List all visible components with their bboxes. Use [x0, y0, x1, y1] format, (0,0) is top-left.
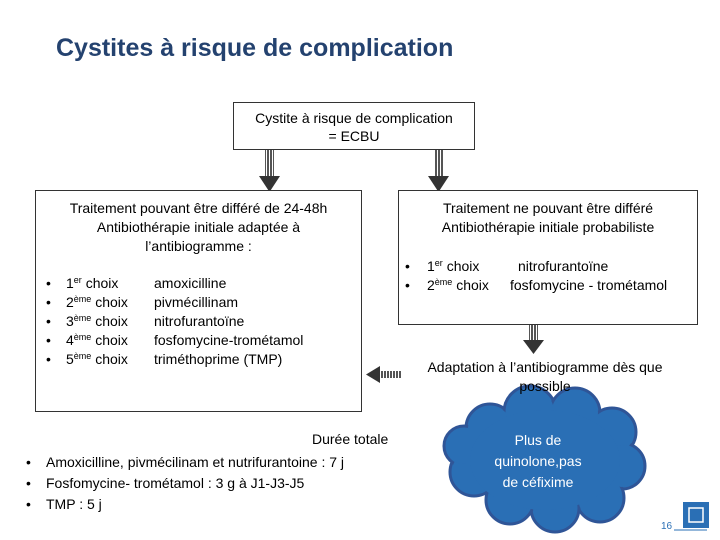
choice-rank: 3ème choix	[66, 313, 128, 329]
ecbu-box-line1: Cystite à risque de complication	[255, 110, 453, 126]
adaptation-line1: Adaptation à l’antibiogramme dès que	[427, 359, 663, 375]
choice-rank: 2ème choix	[66, 294, 128, 310]
deferred-treatment-box: Traitement pouvant être différé de 24-48…	[35, 190, 362, 412]
bullet: •	[26, 454, 31, 470]
deferred-title-line3: l’antibiogramme :	[145, 238, 252, 254]
bullet: •	[46, 294, 51, 310]
arrow-to-right-box	[428, 150, 449, 192]
duration-item: TMP : 5 j	[46, 496, 102, 512]
non-deferred-treatment-title: Traitement ne pouvant être différé Antib…	[399, 199, 697, 237]
bullet: •	[46, 275, 51, 291]
bullet: •	[46, 351, 51, 367]
choice-rank: 4ème choix	[66, 332, 128, 348]
arrow-to-adaptation	[523, 325, 544, 354]
bullet: •	[26, 496, 31, 512]
bullet: •	[46, 313, 51, 329]
duration-item: Amoxicilline, pivmécilinam et nutrifuran…	[46, 454, 345, 470]
bullet: •	[26, 475, 31, 491]
arrow-to-left-box-from-adaptation	[366, 366, 402, 383]
arrow-to-left-box	[259, 150, 280, 192]
non-deferred-title-line2: Antibiothérapie initiale probabiliste	[441, 219, 655, 235]
deferred-title-line2: Antibiothérapie initiale adaptée à	[96, 219, 301, 235]
duration-item: Fosfomycine- trométamol : 3 g à J1-J3-J5	[46, 475, 305, 491]
deferred-title-line1: Traitement pouvant être différé de 24-48…	[69, 200, 328, 216]
duration-title: Durée totale	[312, 431, 389, 447]
choice-rank: 5ème choix	[66, 351, 128, 367]
drug-name: triméthoprime (TMP)	[154, 351, 283, 367]
deferred-treatment-title: Traitement pouvant être différé de 24-48…	[36, 199, 361, 256]
slide-title: Cystites à risque de complication	[56, 34, 454, 62]
drug-name: nitrofurantoïne	[518, 258, 609, 274]
choice-rank: 1er choix	[427, 258, 480, 274]
drug-name: fosfomycine - trométamol	[510, 277, 668, 293]
bullet: •	[405, 258, 410, 274]
drug-name: nitrofurantoïne	[154, 313, 245, 329]
page-corner-icon	[674, 502, 709, 531]
drug-name: fosfomycine-trométamol	[154, 332, 304, 348]
choice-rank: 1er choix	[66, 275, 119, 291]
cloud-line2: quinolone,pas	[494, 453, 582, 469]
non-deferred-treatment-box: Traitement ne pouvant être différé Antib…	[398, 190, 698, 325]
ecbu-box: Cystite à risque de complication = ECBU	[233, 102, 475, 150]
non-deferred-title-line1: Traitement ne pouvant être différé	[442, 200, 654, 216]
drug-name: amoxicilline	[154, 275, 227, 291]
drug-name: pivmécillinam	[154, 294, 239, 310]
bullet: •	[405, 277, 410, 293]
cloud-line3: de céfixime	[502, 474, 574, 490]
bullet: •	[46, 332, 51, 348]
page-number: 16	[661, 521, 673, 532]
cloud-callout-text: Plus de quinolone,pas de céfixime	[470, 430, 606, 493]
choice-rank: 2ème choix	[427, 277, 489, 293]
ecbu-box-line2: = ECBU	[328, 128, 380, 144]
adaptation-line2: possible	[519, 378, 571, 394]
cloud-line1: Plus de	[514, 432, 562, 448]
adaptation-text: Adaptation à l’antibiogramme dès que pos…	[400, 358, 690, 396]
